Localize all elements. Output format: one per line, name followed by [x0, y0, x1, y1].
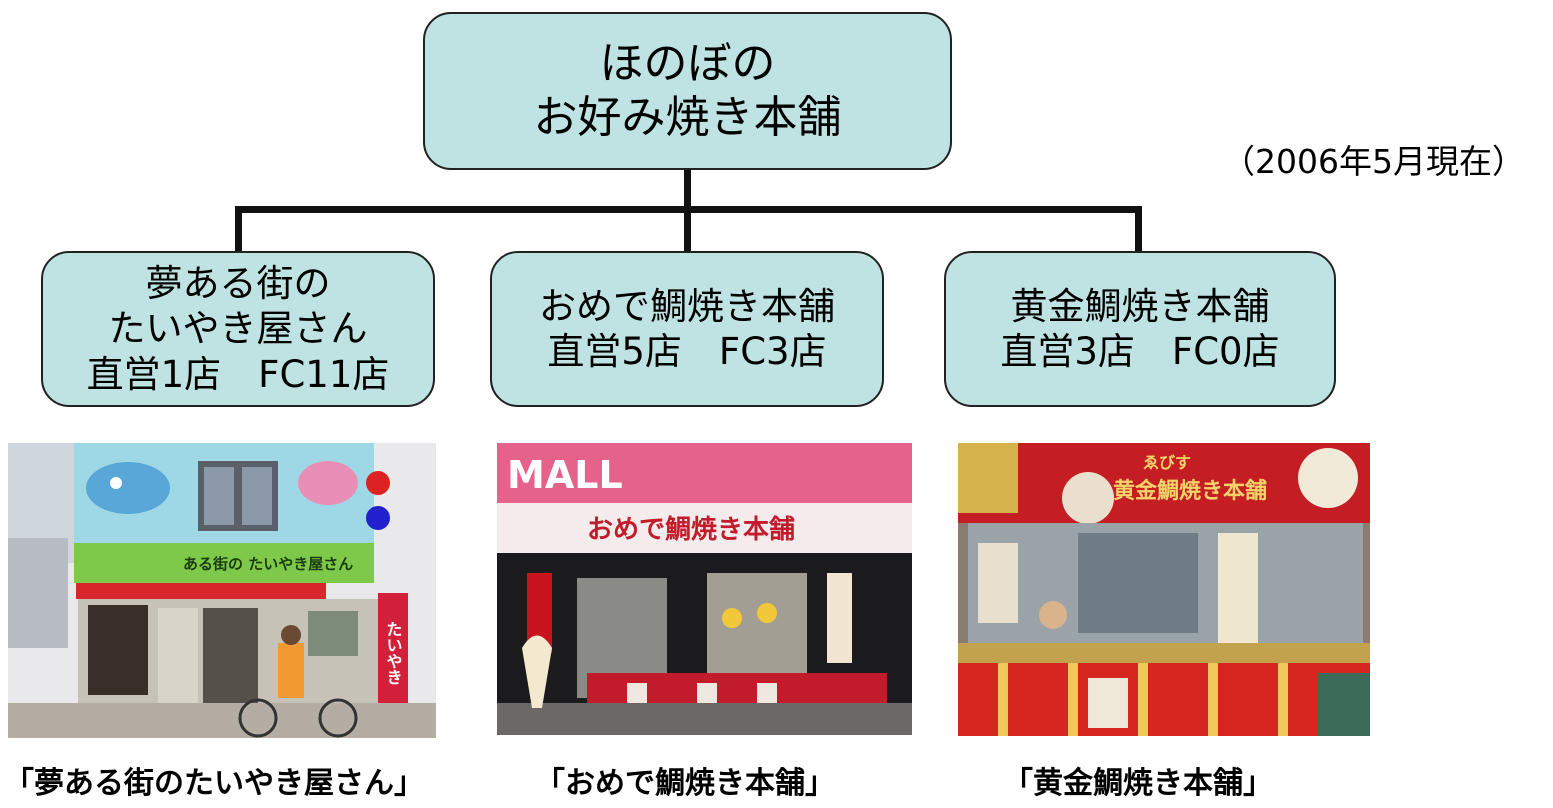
child-node-label: 黄金鯛焼き本舗 直営3店 FC0店: [1000, 284, 1280, 373]
connector-middle-drop: [684, 206, 691, 252]
child-node-omede: おめで鯛焼き本舗 直営5店 FC3店: [490, 251, 884, 407]
child-node-yume: 夢ある街の たいやき屋さん 直営1店 FC11店: [41, 251, 435, 407]
connector-right-drop: [1135, 206, 1142, 252]
date-note: （2006年5月現在）: [1222, 142, 1525, 181]
root-node-label: ほのぼの お好み焼き本舗: [533, 38, 842, 143]
child-node-label: おめで鯛焼き本舗 直営5店 FC3店: [539, 284, 835, 373]
connector-left-drop: [235, 206, 242, 252]
photo-banner-text: MALL: [507, 453, 623, 497]
photo-sign-text: ある街の たいやき屋さん: [183, 555, 353, 573]
root-node-honobono: ほのぼの お好み焼き本舗: [423, 12, 952, 170]
child-node-ougon: 黄金鯛焼き本舗 直営3店 FC0店: [944, 251, 1336, 407]
photo-omede-storefront: MALL おめで鯛焼き本舗: [497, 443, 912, 735]
child-node-label: 夢ある街の たいやき屋さん 直営1店 FC11店: [86, 262, 390, 396]
photo-sign-text: おめで鯛焼き本舗: [587, 515, 795, 545]
photo-yume-storefront: ある街の たいやき屋さん たいやき: [8, 443, 436, 738]
caption-yume: 「夢ある街のたいやき屋さん」: [4, 766, 424, 801]
caption-omede: 「おめで鯛焼き本舗」: [535, 766, 835, 801]
caption-ougon: 「黄金鯛焼き本舗」: [1003, 766, 1273, 801]
photo-ougon-kiosk: 黄金鯛焼き本舗 ゑびす: [958, 443, 1370, 736]
photo-sign-text: 黄金鯛焼き本舗: [1113, 478, 1267, 504]
photo-banner-text: たいやき: [384, 621, 403, 685]
photo-banner-text: ゑびす: [1143, 453, 1191, 472]
connector-root-down: [684, 170, 691, 210]
